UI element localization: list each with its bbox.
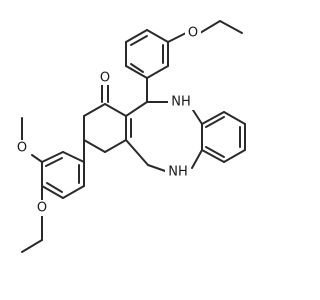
atom-label-o: O — [37, 201, 47, 216]
bond — [147, 164, 169, 173]
atom-labels: O NH NH O O O — [14, 24, 201, 216]
bond-double-inner — [45, 157, 63, 167]
bond — [146, 29, 169, 43]
bond — [146, 65, 169, 79]
bond-double-inner — [205, 146, 225, 158]
bond — [167, 32, 187, 43]
bond — [104, 139, 127, 153]
bond — [125, 101, 148, 117]
bond — [191, 149, 203, 169]
bond — [83, 139, 106, 153]
ethoxy-oxygen-bottom: O — [34, 200, 50, 216]
bond — [62, 151, 85, 163]
atom-label-nh: NH — [171, 95, 191, 110]
bond — [199, 20, 221, 34]
atom-label-o: O — [188, 26, 198, 41]
bond — [62, 185, 85, 199]
bond — [125, 139, 149, 166]
atom-label-nh: NH — [168, 165, 188, 180]
bond — [223, 149, 246, 163]
atom-label-o: O — [100, 71, 110, 86]
bond-double-inner — [46, 182, 63, 193]
amine-nh-lower: NH — [165, 164, 191, 180]
bond-lines — [21, 20, 246, 253]
carbonyl-oxygen: O — [97, 69, 113, 86]
atom-label-o: O — [17, 141, 27, 156]
bond — [41, 185, 64, 199]
bond — [223, 111, 246, 125]
bond — [41, 151, 64, 163]
amine-nh-upper: NH — [168, 94, 194, 110]
bond — [125, 65, 148, 79]
bond — [21, 239, 43, 253]
bond — [219, 20, 243, 34]
bond — [83, 103, 106, 117]
ethoxy-oxygen-top: O — [185, 24, 201, 41]
bond — [125, 29, 148, 43]
methoxy-oxygen: O — [14, 140, 30, 156]
bond-double-inner — [130, 35, 148, 46]
bond — [31, 154, 43, 163]
bond — [104, 103, 127, 117]
chemical-structure: O NH NH O O O — [14, 20, 246, 253]
bond-double-inner — [130, 63, 144, 73]
bond — [201, 111, 225, 125]
bond-double-inner — [205, 116, 225, 128]
bond — [201, 149, 225, 163]
